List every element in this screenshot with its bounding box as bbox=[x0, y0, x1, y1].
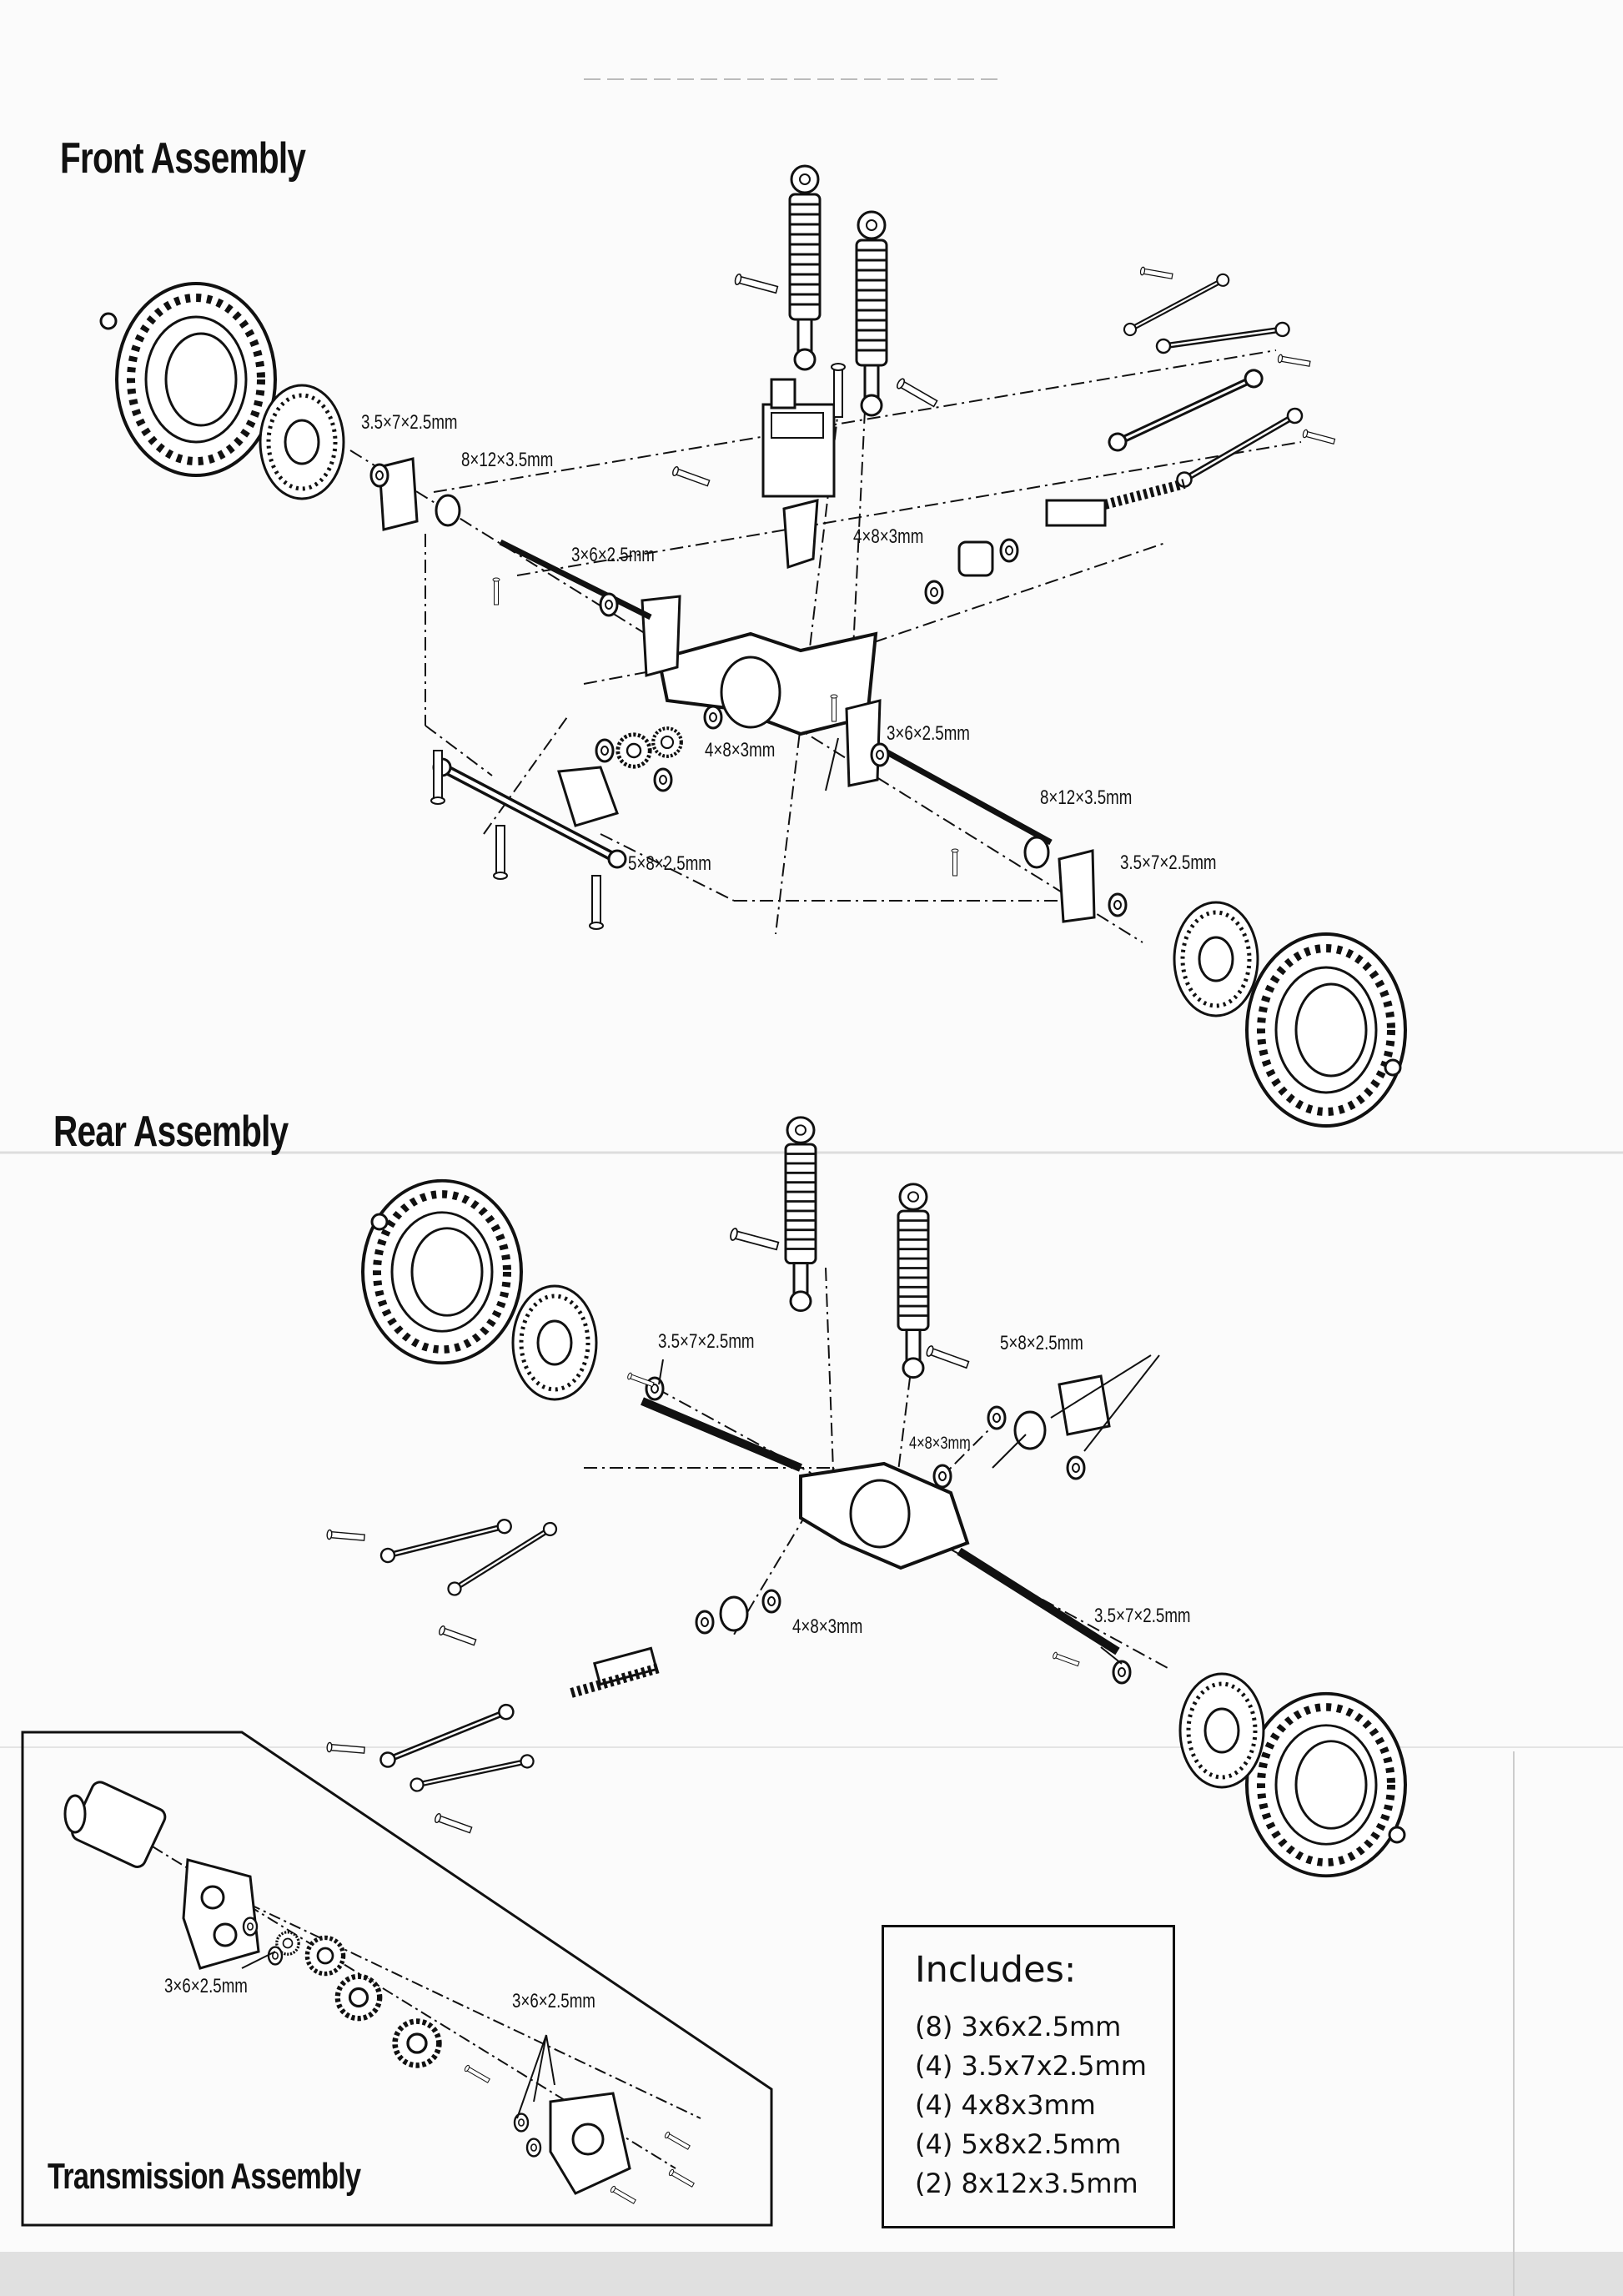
includes-title: Includes: bbox=[915, 1949, 1077, 1991]
includes-item: (4) 4x8x3mm bbox=[915, 2089, 1096, 2121]
front-bearing-label: 8×12×3.5mm bbox=[1040, 786, 1133, 809]
transmission-bearing-label: 3×6×2.5mm bbox=[512, 1990, 595, 2012]
front-assembly-title: Front Assembly bbox=[60, 134, 306, 183]
front-bearing-label: 3.5×7×2.5mm bbox=[1120, 852, 1217, 874]
includes-item: (4) 3.5x7x2.5mm bbox=[915, 2050, 1147, 2082]
front-bearing-label: 3.5×7×2.5mm bbox=[361, 411, 458, 434]
rear-bearing-label: 5×8×2.5mm bbox=[1000, 1332, 1083, 1354]
includes-item: (8) 3x6x2.5mm bbox=[915, 2011, 1122, 2042]
rear-assembly-drawing bbox=[326, 1116, 1405, 1876]
front-bearing-label: 5×8×2.5mm bbox=[628, 852, 711, 875]
front-assembly-drawing bbox=[99, 164, 1405, 1126]
rear-bearing-label: 3.5×7×2.5mm bbox=[658, 1330, 755, 1353]
includes-item: (4) 5x8x2.5mm bbox=[915, 2128, 1122, 2160]
transmission-assembly-title: Transmission Assembly bbox=[48, 2156, 361, 2197]
rear-assembly-title: Rear Assembly bbox=[53, 1108, 289, 1156]
includes-item: (2) 8x12x3.5mm bbox=[915, 2168, 1138, 2199]
front-bearing-label: 4×8×3mm bbox=[853, 525, 924, 548]
includes-box: Includes: (8) 3x6x2.5mm (4) 3.5x7x2.5mm … bbox=[882, 1925, 1175, 2228]
front-bearing-label: 8×12×3.5mm bbox=[461, 449, 554, 471]
front-bearing-label: 3×6×2.5mm bbox=[887, 722, 970, 745]
front-bearing-label: 4×8×3mm bbox=[705, 739, 776, 761]
front-bearing-label: 3×6×2.5mm bbox=[571, 544, 655, 566]
rear-bearing-label: 4×8×3mm bbox=[792, 1615, 863, 1638]
transmission-assembly-drawing bbox=[21, 1731, 773, 2227]
transmission-bearing-label: 3×6×2.5mm bbox=[164, 1975, 248, 1997]
rear-bearing-label: 3.5×7×2.5mm bbox=[1094, 1605, 1191, 1627]
rear-bearing-label: 4×8×3mm bbox=[909, 1434, 971, 1453]
